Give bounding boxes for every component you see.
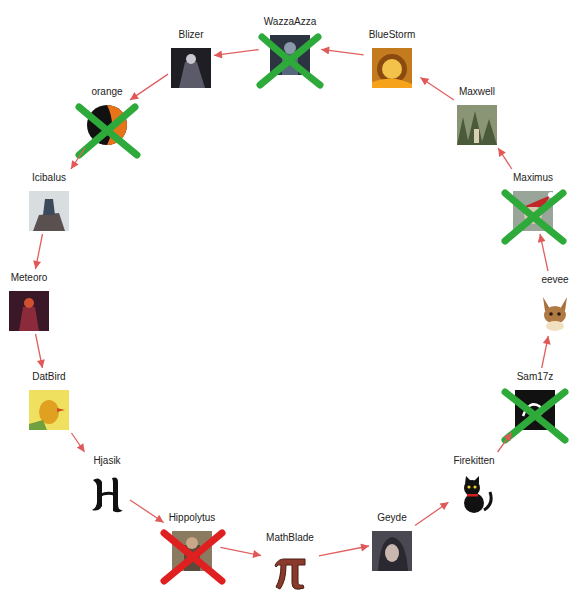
- avatar: [457, 105, 497, 145]
- user-node: Hjasik: [87, 455, 127, 514]
- green-cross: [505, 392, 565, 440]
- user-name: Hjasik: [87, 455, 127, 467]
- avatar-bg: [29, 191, 69, 231]
- arrow-connector: [71, 148, 85, 169]
- avatar-leaf: [29, 420, 47, 430]
- user-name: DatBird: [29, 371, 69, 383]
- arrow-connector: [130, 74, 168, 100]
- arrow-connector: [319, 546, 369, 556]
- arrow-connector: [71, 433, 84, 452]
- avatar-head: [186, 54, 196, 64]
- avatar-bg: [29, 390, 69, 430]
- avatar-tail: [484, 492, 491, 510]
- user-node: orange: [87, 86, 127, 145]
- avatar-head: [186, 537, 198, 549]
- user-name: orange: [87, 86, 127, 98]
- avatar-eye: [467, 485, 470, 488]
- avatar: [372, 531, 412, 571]
- avatar-face: [382, 59, 402, 79]
- user-name: Meteoro: [9, 272, 50, 284]
- avatar-eye: [557, 312, 561, 316]
- avatar-collar: [467, 494, 478, 497]
- avatar: [275, 559, 305, 589]
- avatar-hair: [378, 537, 408, 571]
- arrow-connector: [420, 78, 454, 101]
- avatar-body: [464, 493, 484, 513]
- user-node: Meteoro: [9, 272, 50, 331]
- avatar: [464, 476, 491, 513]
- user-name: MathBlade: [264, 532, 316, 544]
- avatar-eye: [473, 485, 476, 488]
- user-name: Sam17z: [515, 371, 556, 383]
- avatar-figure: [474, 129, 479, 143]
- user-node: MathBlade: [264, 532, 316, 591]
- avatar-beak: [57, 408, 65, 412]
- avatar-figure: [179, 62, 205, 88]
- arrow-connector: [130, 500, 164, 523]
- avatar-bg: [171, 48, 211, 88]
- arrow-connector: [321, 49, 363, 54]
- avatar-bg: [372, 48, 412, 88]
- user-node: Maxwell: [457, 86, 497, 145]
- arrow-connector: [214, 50, 259, 56]
- avatar-eye: [549, 312, 553, 316]
- user-node: DatBird: [29, 371, 69, 430]
- avatar-glow: [24, 298, 34, 308]
- user-name: Icibalus: [29, 172, 69, 184]
- user-name: Maxwell: [457, 86, 497, 98]
- arrow-connector: [498, 433, 512, 452]
- avatar-letter-stroke: [100, 492, 115, 497]
- user-name: BlueStorm: [367, 29, 418, 41]
- avatar-fire: [372, 78, 412, 88]
- green-cross: [505, 193, 563, 241]
- avatar-bg: [9, 291, 49, 331]
- green-cross: [260, 37, 320, 85]
- avatar: [171, 48, 211, 88]
- user-name: Blizer: [171, 29, 211, 41]
- user-node: Sam17z: [515, 371, 556, 430]
- user-node: WazzaAzza: [262, 16, 318, 75]
- avatar: [9, 291, 49, 331]
- user-node: eevee: [535, 274, 575, 333]
- user-node: Hippolytus: [167, 512, 218, 571]
- avatar: [543, 297, 567, 331]
- user-name: WazzaAzza: [262, 16, 318, 28]
- user-name: Geyde: [372, 512, 412, 524]
- arrow-connector: [36, 334, 43, 368]
- user-node: Geyde: [372, 512, 412, 571]
- avatar-face: [385, 544, 399, 562]
- arrow-connector: [542, 336, 549, 368]
- avatar: [29, 390, 69, 430]
- avatar-horse: [33, 213, 65, 231]
- avatar-ears: [465, 476, 479, 484]
- user-name: Firekitten: [451, 455, 496, 467]
- arrow-connector: [498, 148, 512, 169]
- avatar: [29, 191, 69, 231]
- user-node: Maximus: [511, 172, 555, 231]
- avatar: [92, 478, 123, 513]
- user-name: eevee: [535, 274, 575, 286]
- user-name: Hippolytus: [167, 512, 218, 524]
- avatar-bg: [457, 105, 497, 145]
- arrow-connector: [540, 234, 548, 271]
- avatar-rider: [43, 199, 55, 215]
- red-cross: [164, 533, 222, 581]
- green-cross: [79, 107, 137, 155]
- avatar-pi-symbol: [275, 559, 305, 589]
- user-node: Blizer: [171, 29, 211, 88]
- avatar-trees: [457, 111, 497, 145]
- user-node: Firekitten: [451, 455, 496, 514]
- user-node: BlueStorm: [367, 29, 418, 88]
- arrow-connector: [220, 547, 261, 555]
- avatar: [372, 48, 412, 88]
- avatar-bg: [372, 531, 412, 571]
- cross-marks: [79, 37, 565, 581]
- user-name: Maximus: [511, 172, 555, 184]
- avatar-ruff: [546, 321, 564, 331]
- arrow-connector: [36, 234, 43, 269]
- arrow-connector: [415, 502, 448, 525]
- avatar-figure: [19, 307, 39, 331]
- user-node: Icibalus: [29, 172, 69, 231]
